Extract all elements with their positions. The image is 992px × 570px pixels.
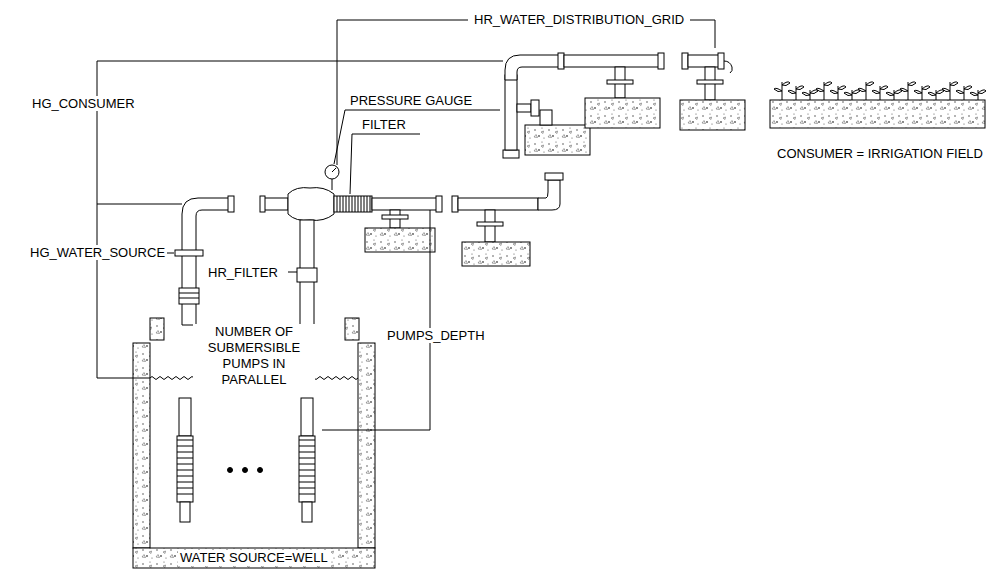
callout-label: HG_WATER_SOURCE bbox=[28, 245, 167, 260]
callout-label: HR_WATER_DISTRIBUTION_GRID bbox=[472, 12, 686, 27]
well-node: NUMBER OF SUBMERSIBLE PUMPS IN PARALLEL W… bbox=[133, 318, 375, 568]
callout-label: PRESSURE GAUGE bbox=[348, 93, 474, 108]
repeated-strokes bbox=[150, 82, 986, 522]
plant bbox=[802, 90, 818, 100]
callout-label: PUMPS_DEPTH bbox=[385, 328, 487, 343]
pump-count-label: NUMBER OF SUBMERSIBLE PUMPS IN PARALLEL bbox=[193, 324, 315, 388]
caption-label: CONSUMER = IRRIGATION FIELD bbox=[775, 146, 985, 161]
leader-lines bbox=[97, 20, 715, 430]
plant bbox=[844, 90, 860, 100]
callout-label: HR_FILTER bbox=[206, 265, 280, 280]
submersible-pump bbox=[177, 398, 193, 522]
well bbox=[133, 318, 375, 568]
callout-label: HG_CONSUMER bbox=[30, 96, 137, 111]
callout-label: FILTER bbox=[360, 117, 408, 132]
plant bbox=[928, 90, 944, 100]
submersible-pump bbox=[299, 398, 315, 522]
plant bbox=[970, 90, 986, 100]
plant bbox=[886, 90, 902, 100]
piping bbox=[175, 53, 985, 325]
water-source-label: WATER SOURCE=WELL bbox=[178, 550, 330, 566]
